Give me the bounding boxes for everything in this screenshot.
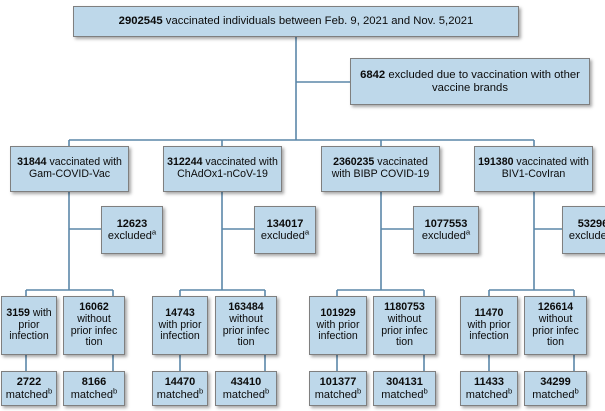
matched-with-label-4: matched (465, 388, 508, 401)
without-prior-text-1: without prior infec tion (70, 312, 118, 349)
matched-without-count-2: 43410 (230, 376, 262, 389)
matched-without-footnote-4: b (574, 385, 579, 395)
matched-without-count-4: 34299 (540, 376, 571, 389)
without-prior-box-1: 16062 without prior infec tion (63, 296, 125, 355)
excluded-label-3: excluded (421, 230, 466, 242)
matched-with-count-4: 11433 (474, 376, 504, 389)
with-prior-box-3: 101929 with prior infection (309, 296, 367, 355)
with-prior-text-1: with prior infection (9, 306, 52, 343)
with-prior-box-4: 11470 with prior infection (460, 296, 518, 355)
vaccine-count-3: 2360235 (333, 156, 375, 169)
excluded-label-4: excluded (568, 230, 605, 242)
with-prior-count-1: 3159 (6, 306, 30, 319)
with-prior-box-1: 3159 with prior infection (1, 296, 57, 355)
matched-without-label-3: matched (381, 388, 424, 401)
excluded-footnote-1: a (151, 227, 157, 237)
excluded-top-text: excluded due to vaccination with other v… (385, 68, 580, 94)
with-prior-count-3: 101929 (320, 306, 356, 319)
matched-without-footnote-3: b (423, 385, 428, 395)
matched-with-count-2: 14470 (164, 376, 196, 389)
vaccine-box-2: 312244 vaccinated with ChAdOx1-nCoV-19 (163, 146, 282, 192)
vaccine-text-1: vaccinated with Gam-COVID-Vac (28, 156, 122, 180)
matched-without-count-1: 8166 (81, 376, 107, 389)
without-prior-count-2: 163484 (228, 300, 264, 313)
without-prior-count-1: 16062 (79, 300, 109, 313)
without-prior-box-2: 163484 without prior infec tion (215, 296, 277, 355)
excluded-count-3: 1077553 (424, 217, 468, 230)
matched-with-footnote-2: b (198, 385, 204, 395)
root-text: vaccinated individuals between Feb. 9, 2… (162, 15, 474, 28)
excluded-top-box: 6842 excluded due to vaccination with ot… (350, 58, 590, 105)
matched-with-count-3: 101377 (319, 376, 357, 389)
matched-without-label-2: matched (222, 388, 265, 401)
root-count: 2902545 (118, 15, 163, 28)
matched-without-label-4: matched (532, 388, 575, 401)
vaccine-text-2: vaccinated with ChAdOx1-nCoV-19 (177, 156, 278, 180)
vaccine-count-4: 191380 (478, 156, 514, 169)
matched-without-count-3: 304131 (386, 376, 423, 389)
without-prior-box-4: 126614 without prior infec tion (524, 296, 587, 355)
excluded-top-count: 6842 (360, 68, 386, 81)
vaccine-count-2: 312244 (167, 156, 203, 169)
matched-without-footnote-2: b (264, 385, 270, 395)
vaccine-box-4: 191380 vaccinated with BIV1-CovIran (474, 146, 593, 192)
matched-without-label-1: matched (70, 388, 113, 401)
with-prior-count-2: 14743 (165, 306, 195, 319)
matched-with-label-3: matched (314, 388, 357, 401)
root-box: 2902545 vaccinated individuals between F… (73, 6, 519, 37)
with-prior-text-4: with prior infection (467, 318, 511, 343)
without-prior-text-4: without prior infec tion (532, 312, 579, 349)
excluded-footnote-2: a (304, 227, 310, 237)
without-prior-count-3: 1180753 (384, 300, 425, 313)
vaccine-text-4: vaccinated with BIV1-CovIran (501, 156, 589, 180)
with-prior-text-2: with prior infection (158, 318, 202, 343)
without-prior-text-2: without prior infec tion (222, 312, 270, 349)
without-prior-text-3: without prior infec tion (381, 312, 428, 349)
excluded-count-2: 134017 (266, 217, 304, 230)
matched-with-count-1: 2722 (16, 376, 42, 389)
matched-with-footnote-4: b (507, 385, 513, 395)
vaccine-box-1: 31844 vaccinated with Gam-COVID-Vac (10, 146, 129, 192)
excluded-footnote-3: a (465, 227, 471, 237)
matched-with-label-1: matched (5, 388, 48, 401)
matched-without-footnote-1: b (112, 385, 118, 395)
excluded-count-1: 12623 (116, 217, 148, 230)
excluded-count-4: 53296 (577, 217, 605, 230)
with-prior-box-2: 14743 with prior infection (152, 296, 208, 355)
vaccine-box-3: 2360235 vaccinated with BIBP COVID-19 (321, 146, 440, 192)
without-prior-count-4: 126614 (537, 300, 574, 313)
excluded-box-4: 53296excludeda (562, 206, 605, 254)
matched-with-label-2: matched (156, 388, 199, 401)
with-prior-count-4: 11470 (474, 306, 504, 319)
matched-with-footnote-3: b (356, 385, 362, 395)
vaccine-count-1: 31844 (17, 156, 47, 169)
matched-with-footnote-1: b (47, 385, 53, 395)
excluded-label-1: excluded (107, 230, 152, 242)
vaccine-text-3: vaccinated with BIBP COVID-19 (331, 156, 430, 180)
without-prior-box-3: 1180753 without prior infec tion (373, 296, 436, 355)
excluded-label-2: excluded (260, 230, 305, 242)
with-prior-text-3: with prior infection (316, 318, 360, 343)
